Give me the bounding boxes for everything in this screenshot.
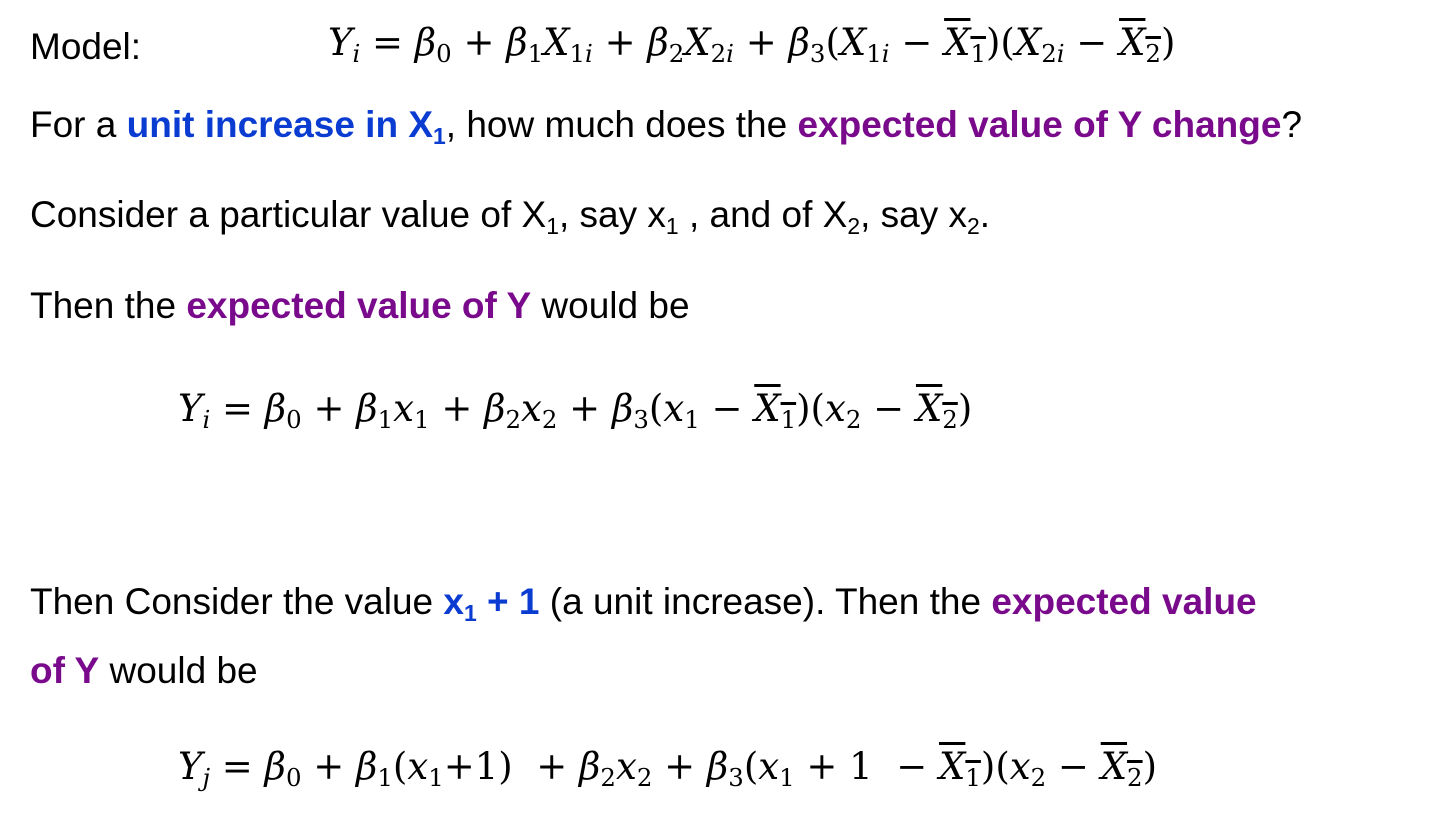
then-consider-line-2: of Y would be	[30, 650, 258, 691]
equation-second: Yj = β0 + β1(x1+1) + β2x2 + β3(x1 + 1 − …	[178, 745, 1158, 793]
expected-value-highlight: expected value of Y change	[797, 104, 1282, 145]
unit-increase-highlight: unit increase in X1	[126, 104, 446, 150]
model-equation: Yi = β0 + β1X1i + β2X2i + β3(X1i − X1)(X…	[328, 21, 1176, 69]
model-label: Model:	[30, 26, 142, 67]
equation-first: Yi = β0 + β1x1 + β2x2 + β3(x1 − X1)(x2 −…	[178, 387, 973, 435]
consider-line: Consider a particular value of X1, say x…	[30, 194, 991, 240]
then-line: Then the expected value of Y would be	[30, 285, 690, 326]
then-consider-line: Then Consider the value x1 + 1 (a unit i…	[30, 581, 1257, 627]
question-line: For a unit increase in X1, how much does…	[30, 104, 1303, 150]
